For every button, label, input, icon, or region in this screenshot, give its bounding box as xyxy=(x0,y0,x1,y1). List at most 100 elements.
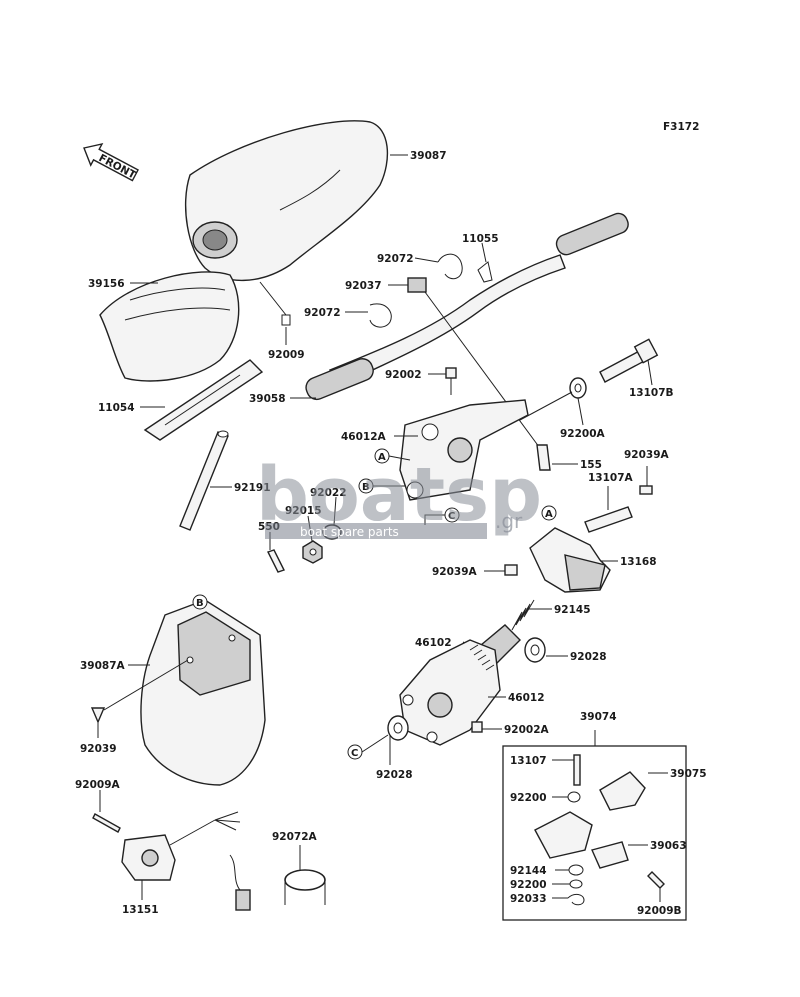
label-46012: 46012 xyxy=(508,692,545,704)
screw-92009 xyxy=(281,314,291,326)
washer-92028-left xyxy=(387,715,409,741)
pin-13107b xyxy=(599,338,659,383)
screw-92039 xyxy=(90,707,106,724)
label-39074: 39074 xyxy=(580,711,617,723)
lever-bracket-13168 xyxy=(529,527,611,593)
spring-92144 xyxy=(568,864,584,876)
label-92009: 92009 xyxy=(268,349,305,361)
label-92200a: 92200A xyxy=(560,428,606,440)
kit-center-block xyxy=(534,811,593,859)
label-13107a: 13107A xyxy=(588,472,634,484)
label-92200-lower: 92200 xyxy=(510,879,547,891)
watermark: boatsp .gr boat spare parts xyxy=(256,452,542,539)
bolt-155 xyxy=(536,444,551,471)
ring-92033 xyxy=(567,893,585,906)
clamp-92072-mid xyxy=(369,303,392,328)
label-155: 155 xyxy=(580,459,602,471)
label-92009a: 92009A xyxy=(75,779,121,791)
label-92039: 92039 xyxy=(80,743,117,755)
clip-11055 xyxy=(477,261,493,283)
rod-92191 xyxy=(179,430,229,531)
bracket-11054 xyxy=(143,359,264,441)
label-92037: 92037 xyxy=(345,280,382,292)
label-92039a-right: 92039A xyxy=(624,449,670,461)
washer-92028-right xyxy=(524,637,546,663)
label-13151: 13151 xyxy=(122,904,159,916)
callout-c-upper: C xyxy=(444,507,460,523)
bracket-39075 xyxy=(599,771,646,811)
label-11055: 11055 xyxy=(462,233,499,245)
svg-text:C: C xyxy=(351,748,358,759)
label-39075: 39075 xyxy=(670,768,707,780)
watermark-tagline: boat spare parts xyxy=(300,525,399,539)
front-arrow-icon: FRONT xyxy=(83,142,139,182)
handlebar xyxy=(305,212,629,401)
bolt-92002a xyxy=(471,721,483,733)
callout-a-lower: A xyxy=(541,505,557,521)
label-13107: 13107 xyxy=(510,755,547,767)
label-92072-mid: 92072 xyxy=(304,307,341,319)
spring-92145 xyxy=(511,599,535,631)
label-92039a-left: 92039A xyxy=(432,566,478,578)
label-13168: 13168 xyxy=(620,556,657,568)
callout-c-lower: C xyxy=(347,744,363,760)
figure-code: F3172 xyxy=(663,121,699,133)
label-11054: 11054 xyxy=(98,402,135,414)
screw-92009a xyxy=(92,813,121,833)
label-92002: 92002 xyxy=(385,369,422,381)
label-39058: 39058 xyxy=(249,393,286,405)
washer-92200 xyxy=(567,791,581,803)
label-46012a: 46012A xyxy=(341,431,387,443)
label-92028-left: 92028 xyxy=(376,769,413,781)
label-92015: 92015 xyxy=(285,505,322,517)
label-92028-right: 92028 xyxy=(570,651,607,663)
bolt-550 xyxy=(267,549,285,573)
washer-92200a xyxy=(569,377,587,399)
label-39063: 39063 xyxy=(650,840,687,852)
label-39087a: 39087A xyxy=(80,660,126,672)
pin-13107 xyxy=(573,754,581,786)
clamp-92072a xyxy=(229,854,326,911)
label-92072a: 92072A xyxy=(272,831,318,843)
pin-13107a xyxy=(584,506,633,533)
kit-box-39074 xyxy=(502,730,687,921)
label-92145: 92145 xyxy=(554,604,591,616)
nut-92015 xyxy=(302,540,323,564)
label-39087: 39087 xyxy=(410,150,447,162)
screw-92009b xyxy=(647,871,665,889)
label-92144: 92144 xyxy=(510,865,547,877)
switch-13151 xyxy=(121,811,241,881)
svg-text:B: B xyxy=(362,482,370,493)
front-label: FRONT xyxy=(97,152,139,182)
label-92002a: 92002A xyxy=(504,724,550,736)
handlebar-cover xyxy=(184,120,389,282)
callout-b-upper: B xyxy=(358,478,374,494)
label-92033: 92033 xyxy=(510,893,547,905)
label-39156: 39156 xyxy=(88,278,125,290)
svg-text:A: A xyxy=(378,452,386,463)
label-46102: 46102 xyxy=(415,637,452,649)
label-13107b: 13107B xyxy=(629,387,674,399)
callout-b-lower: B xyxy=(192,594,208,610)
block-39063 xyxy=(591,841,629,869)
svg-text:B: B xyxy=(196,598,204,609)
label-92191: 92191 xyxy=(234,482,271,494)
screw-92039a-right xyxy=(639,485,653,495)
lower-cover-39087a xyxy=(140,599,266,786)
bolt-92002 xyxy=(445,367,457,395)
watermark-tld: .gr xyxy=(495,509,523,533)
clamp-92072-top xyxy=(437,253,463,280)
svg-text:C: C xyxy=(448,511,455,522)
block-92037 xyxy=(407,277,427,293)
label-92200: 92200 xyxy=(510,792,547,804)
label-92022: 92022 xyxy=(310,487,347,499)
washer-92200-lower xyxy=(569,879,583,889)
cover-inner-piece xyxy=(99,271,240,382)
label-92072-top: 92072 xyxy=(377,253,414,265)
steering-bracket-46012a xyxy=(399,399,529,501)
main-bracket-46012 xyxy=(399,639,501,746)
label-92009b: 92009B xyxy=(637,905,682,917)
svg-text:A: A xyxy=(545,509,553,520)
screw-92039a-left xyxy=(504,564,518,576)
